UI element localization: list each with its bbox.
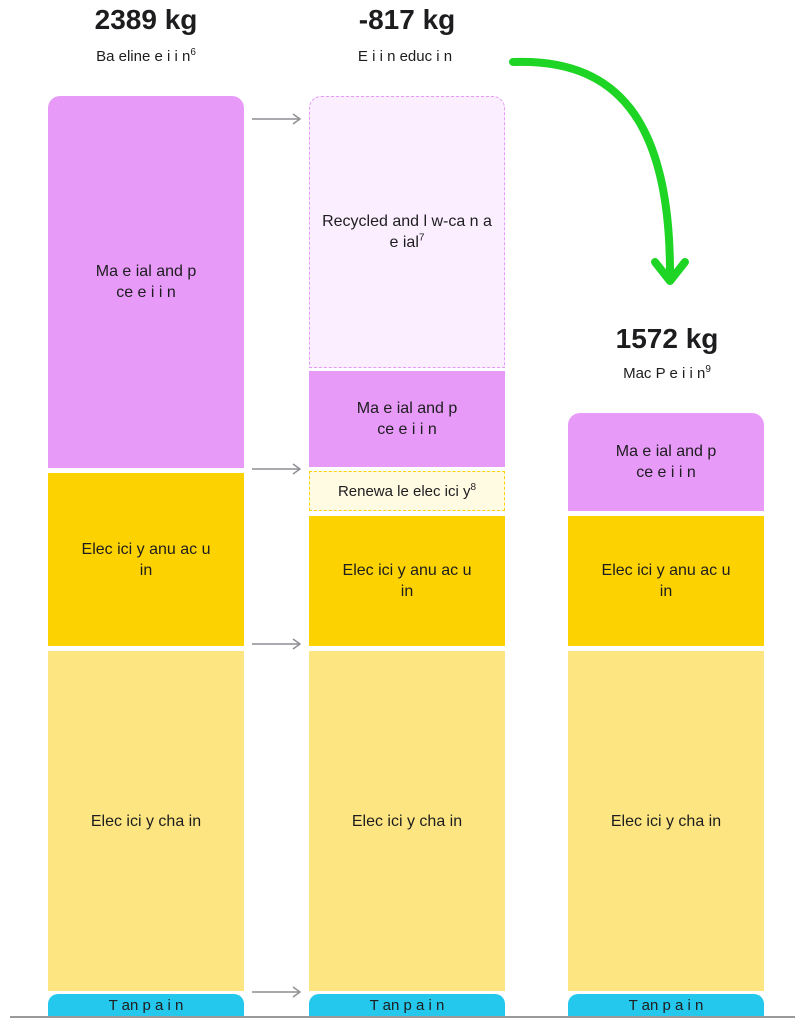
segment-label: Ma e ial and p ce e i i n xyxy=(615,443,717,481)
curved-arrow-down-icon xyxy=(509,57,689,285)
reductions-electricity-charging-segment: Elec ici y cha in xyxy=(309,651,505,991)
chart-baseline xyxy=(10,1016,795,1018)
macpro-footnote: 9 xyxy=(705,364,711,375)
connector-arrow-4 xyxy=(252,986,302,998)
segment-label: Elec ici y cha in xyxy=(351,812,463,830)
connector-arrow-2 xyxy=(252,463,302,475)
segment-label: T an p a i n xyxy=(369,996,445,1014)
renewable-label-text: Renewa le elec ici y xyxy=(337,482,471,500)
reductions-transportation-segment: T an p a i n xyxy=(309,994,505,1016)
baseline-value: 2389 kg xyxy=(94,4,198,35)
reductions-electricity-manufacturing-segment: Elec ici y anu ac u in xyxy=(309,516,505,646)
macpro-label: Mac P e i i n9 xyxy=(567,364,767,384)
reductions-recycled-segment: Recycled and l w-ca n a e ial7 xyxy=(309,96,505,368)
segment-label: Elec ici y anu ac u in xyxy=(342,562,472,600)
reductions-renewable-segment: Renewa le elec ici y8 xyxy=(309,471,505,511)
segment-label: Elec ici y cha in xyxy=(610,812,722,830)
macpro-value: 1572 kg xyxy=(615,323,719,354)
baseline-label-text: Ba eline e i i n xyxy=(96,48,191,65)
reductions-label: E i i n educ i n xyxy=(290,47,520,67)
segment-label: T an p a i n xyxy=(108,996,184,1014)
reductions-materials-segment: Ma e ial and p ce e i i n xyxy=(309,371,505,467)
segment-label: Ma e ial and p ce e i i n xyxy=(95,263,197,301)
macpro-materials-segment: Ma e ial and p ce e i i n xyxy=(568,413,764,511)
macpro-electricity-charging-segment: Elec ici y cha in xyxy=(568,651,764,991)
reductions-label-text: E i i n educ i n xyxy=(357,48,453,65)
baseline-transportation-segment: T an p a i n xyxy=(48,994,244,1016)
recycled-footnote: 7 xyxy=(418,232,425,244)
macpro-electricity-manufacturing-segment: Elec ici y anu ac u in xyxy=(568,516,764,646)
reductions-value: -817 kg xyxy=(358,4,456,35)
renewable-footnote: 8 xyxy=(470,481,477,493)
segment-label: Elec ici y cha in xyxy=(90,812,202,830)
connector-arrow-1 xyxy=(252,113,302,125)
macpro-label-text: Mac P e i i n xyxy=(623,365,706,382)
baseline-electricity-charging-segment: Elec ici y cha in xyxy=(48,651,244,991)
segment-label: Renewa le elec ici y8 xyxy=(338,481,476,502)
recycled-label-text: Recycled and l w-ca n a e ial xyxy=(322,213,492,251)
baseline-footnote: 6 xyxy=(190,47,196,58)
baseline-label: Ba eline e i i n6 xyxy=(46,47,246,67)
segment-label: Elec ici y anu ac u in xyxy=(81,540,211,579)
baseline-materials-segment: Ma e ial and p ce e i i n xyxy=(48,96,244,468)
macpro-transportation-segment: T an p a i n xyxy=(568,994,764,1016)
segment-label: Elec ici y anu ac u in xyxy=(601,562,731,600)
segment-label: T an p a i n xyxy=(628,996,704,1014)
segment-label: Ma e ial and p ce e i i n xyxy=(356,400,458,438)
segment-label: Recycled and l w-ca n a e ial7 xyxy=(322,211,492,253)
connector-arrow-3 xyxy=(252,638,302,650)
baseline-electricity-manufacturing-segment: Elec ici y anu ac u in xyxy=(48,473,244,646)
